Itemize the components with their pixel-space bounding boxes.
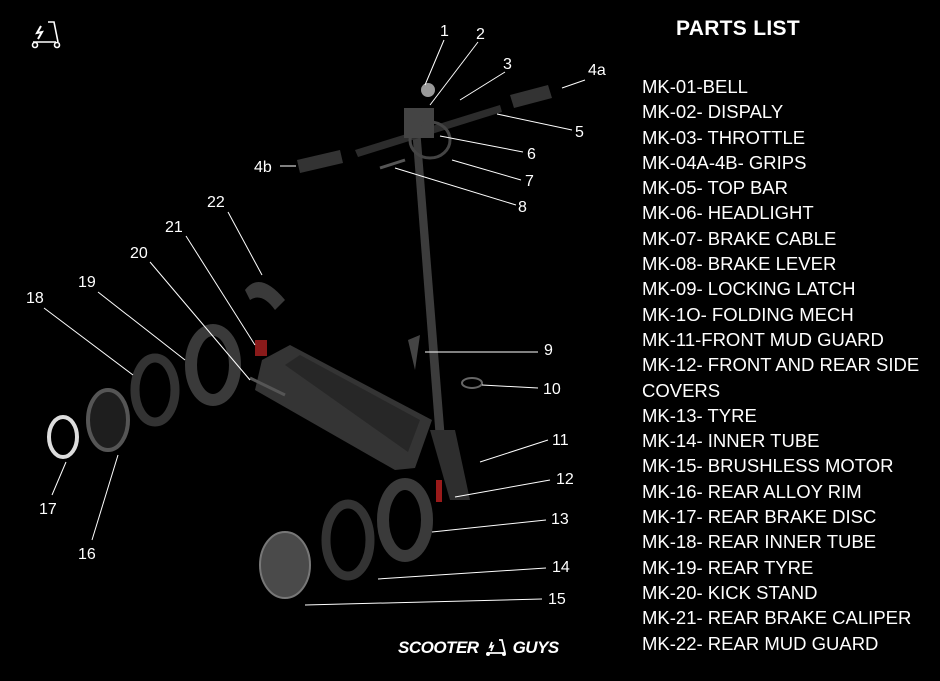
fork (430, 430, 470, 500)
latch (408, 335, 420, 370)
callout-label: 1 (440, 23, 449, 40)
parts-list-item: MK-08- BRAKE LEVER (642, 253, 837, 275)
callout-label: 9 (544, 342, 553, 359)
parts-list-item: MK-19- REAR TYRE (642, 556, 814, 578)
deck (255, 345, 432, 470)
parts-list-item: MK-1O- FOLDING MECH (642, 303, 854, 325)
callout-label: 4a (588, 62, 606, 79)
callout-leader-line (91, 454, 119, 541)
callout-label: 14 (552, 559, 570, 576)
rear-alloy-rim (86, 388, 130, 452)
parts-list-item: MK-11-FRONT MUD GUARD (642, 328, 884, 350)
parts-list-item: MK-06- HEADLIGHT (642, 202, 814, 224)
callout-leader-line (185, 235, 256, 346)
brand-left: SCOOTER (398, 638, 479, 657)
stem (412, 128, 445, 440)
callout-leader-line (496, 113, 573, 131)
callout-label: 12 (556, 471, 574, 488)
callout-leader-line (424, 39, 445, 86)
rear-mud-guard (245, 282, 285, 310)
parts-list-item: MK-21- REAR BRAKE CALIPER (642, 607, 912, 629)
brushless-motor (259, 531, 311, 599)
parts-list-item: MK-05- TOP BAR (642, 177, 788, 199)
rear-brake-caliper (255, 340, 267, 356)
deck-grip (285, 355, 420, 452)
callout-label: 20 (130, 245, 148, 262)
callout-label: 6 (527, 146, 536, 163)
parts-list-item: COVERS (642, 379, 721, 401)
callout-leader-line (481, 384, 539, 389)
kick-stand (249, 376, 286, 397)
callout-leader-line (454, 479, 551, 498)
callout-leader-line (561, 79, 586, 89)
callout-leader-line (431, 519, 547, 533)
callout-leader-line (451, 159, 522, 181)
front-tyre (377, 478, 433, 562)
callout-label: 17 (39, 501, 57, 518)
callout-label: 18 (26, 290, 44, 307)
callout-leader-line (394, 167, 517, 206)
grip-4b (297, 150, 343, 173)
callout-leader-line (51, 461, 67, 496)
callout-label: 2 (476, 26, 485, 43)
callout-leader-line (304, 598, 543, 606)
grip-4a (510, 85, 552, 108)
scooter-logo-icon (31, 21, 61, 49)
front-inner-tube (321, 499, 375, 581)
brand-right: GUYS (512, 638, 560, 657)
callout-label: 19 (78, 274, 96, 291)
parts-list-title: PARTS LIST (676, 17, 800, 40)
callout-label: 21 (165, 219, 183, 236)
callout-label: 3 (503, 56, 512, 73)
side-cover (436, 480, 442, 502)
bell (421, 83, 435, 97)
callout-label: 4b (254, 159, 272, 176)
callout-label: 7 (525, 173, 534, 190)
parts-list-item: MK-20- KICK STAND (642, 581, 818, 603)
callout-leader-line (227, 211, 263, 276)
callout-leader-line (97, 291, 186, 361)
brake-lever (379, 158, 406, 170)
callout-label: 15 (548, 591, 566, 608)
parts-list-item: MK-01-BELL (642, 76, 748, 97)
parts-list-item: MK-15- BRUSHLESS MOTOR (642, 455, 894, 477)
parts-list-item: MK-13- TYRE (642, 404, 757, 426)
callout-label: 16 (78, 546, 96, 563)
callout-leader-line (439, 135, 524, 153)
parts-list-item: MK-04A-4B- GRIPS (642, 151, 807, 173)
callout-label: 22 (207, 194, 225, 211)
callout-leader-line (377, 567, 547, 580)
rear-inner-tube (130, 353, 180, 427)
callout-label: 11 (552, 432, 569, 449)
callout-label: 10 (543, 381, 561, 398)
parts-list: MK-01-BELL MK-02- DISPALY MK-03- THROTTLE M… (642, 74, 919, 656)
parts-list-item: MK-22- REAR MUD GUARD (642, 632, 879, 654)
parts-list-item: MK-02- DISPALY (642, 101, 784, 123)
scooter-body (47, 83, 552, 599)
parts-list-item: MK-18- REAR INNER TUBE (642, 531, 877, 553)
parts-list-item: MK-17- REAR BRAKE DISC (642, 506, 877, 528)
brand-logo: SCOOTER GUYS (398, 638, 559, 658)
rear-brake-disc (47, 415, 79, 459)
parts-list-item: MK-12- FRONT AND REAR SIDE (642, 354, 920, 376)
parts-list-item: MK-09- LOCKING LATCH (642, 278, 856, 300)
callout-label: 13 (551, 511, 569, 528)
callout-leader-line (43, 307, 134, 376)
scooter-brand-icon (485, 639, 506, 656)
headlight-ring (408, 120, 452, 160)
parts-list-item: MK-03- THROTTLE (642, 126, 806, 148)
callout-label: 8 (518, 199, 527, 216)
parts-list-item: MK-16- REAR ALLOY RIM (642, 480, 862, 502)
callout-leader-line (149, 261, 251, 381)
callout-leader-line (479, 439, 549, 463)
callout-label: 5 (575, 124, 584, 141)
folding-mech (461, 377, 483, 389)
parts-list-item: MK-07- BRAKE CABLE (642, 227, 837, 249)
parts-list-item: MK-14- INNER TUBE (642, 430, 820, 452)
callout-leader-line (429, 41, 479, 106)
callout-leader-line (459, 71, 506, 101)
rear-tyre (185, 324, 241, 406)
